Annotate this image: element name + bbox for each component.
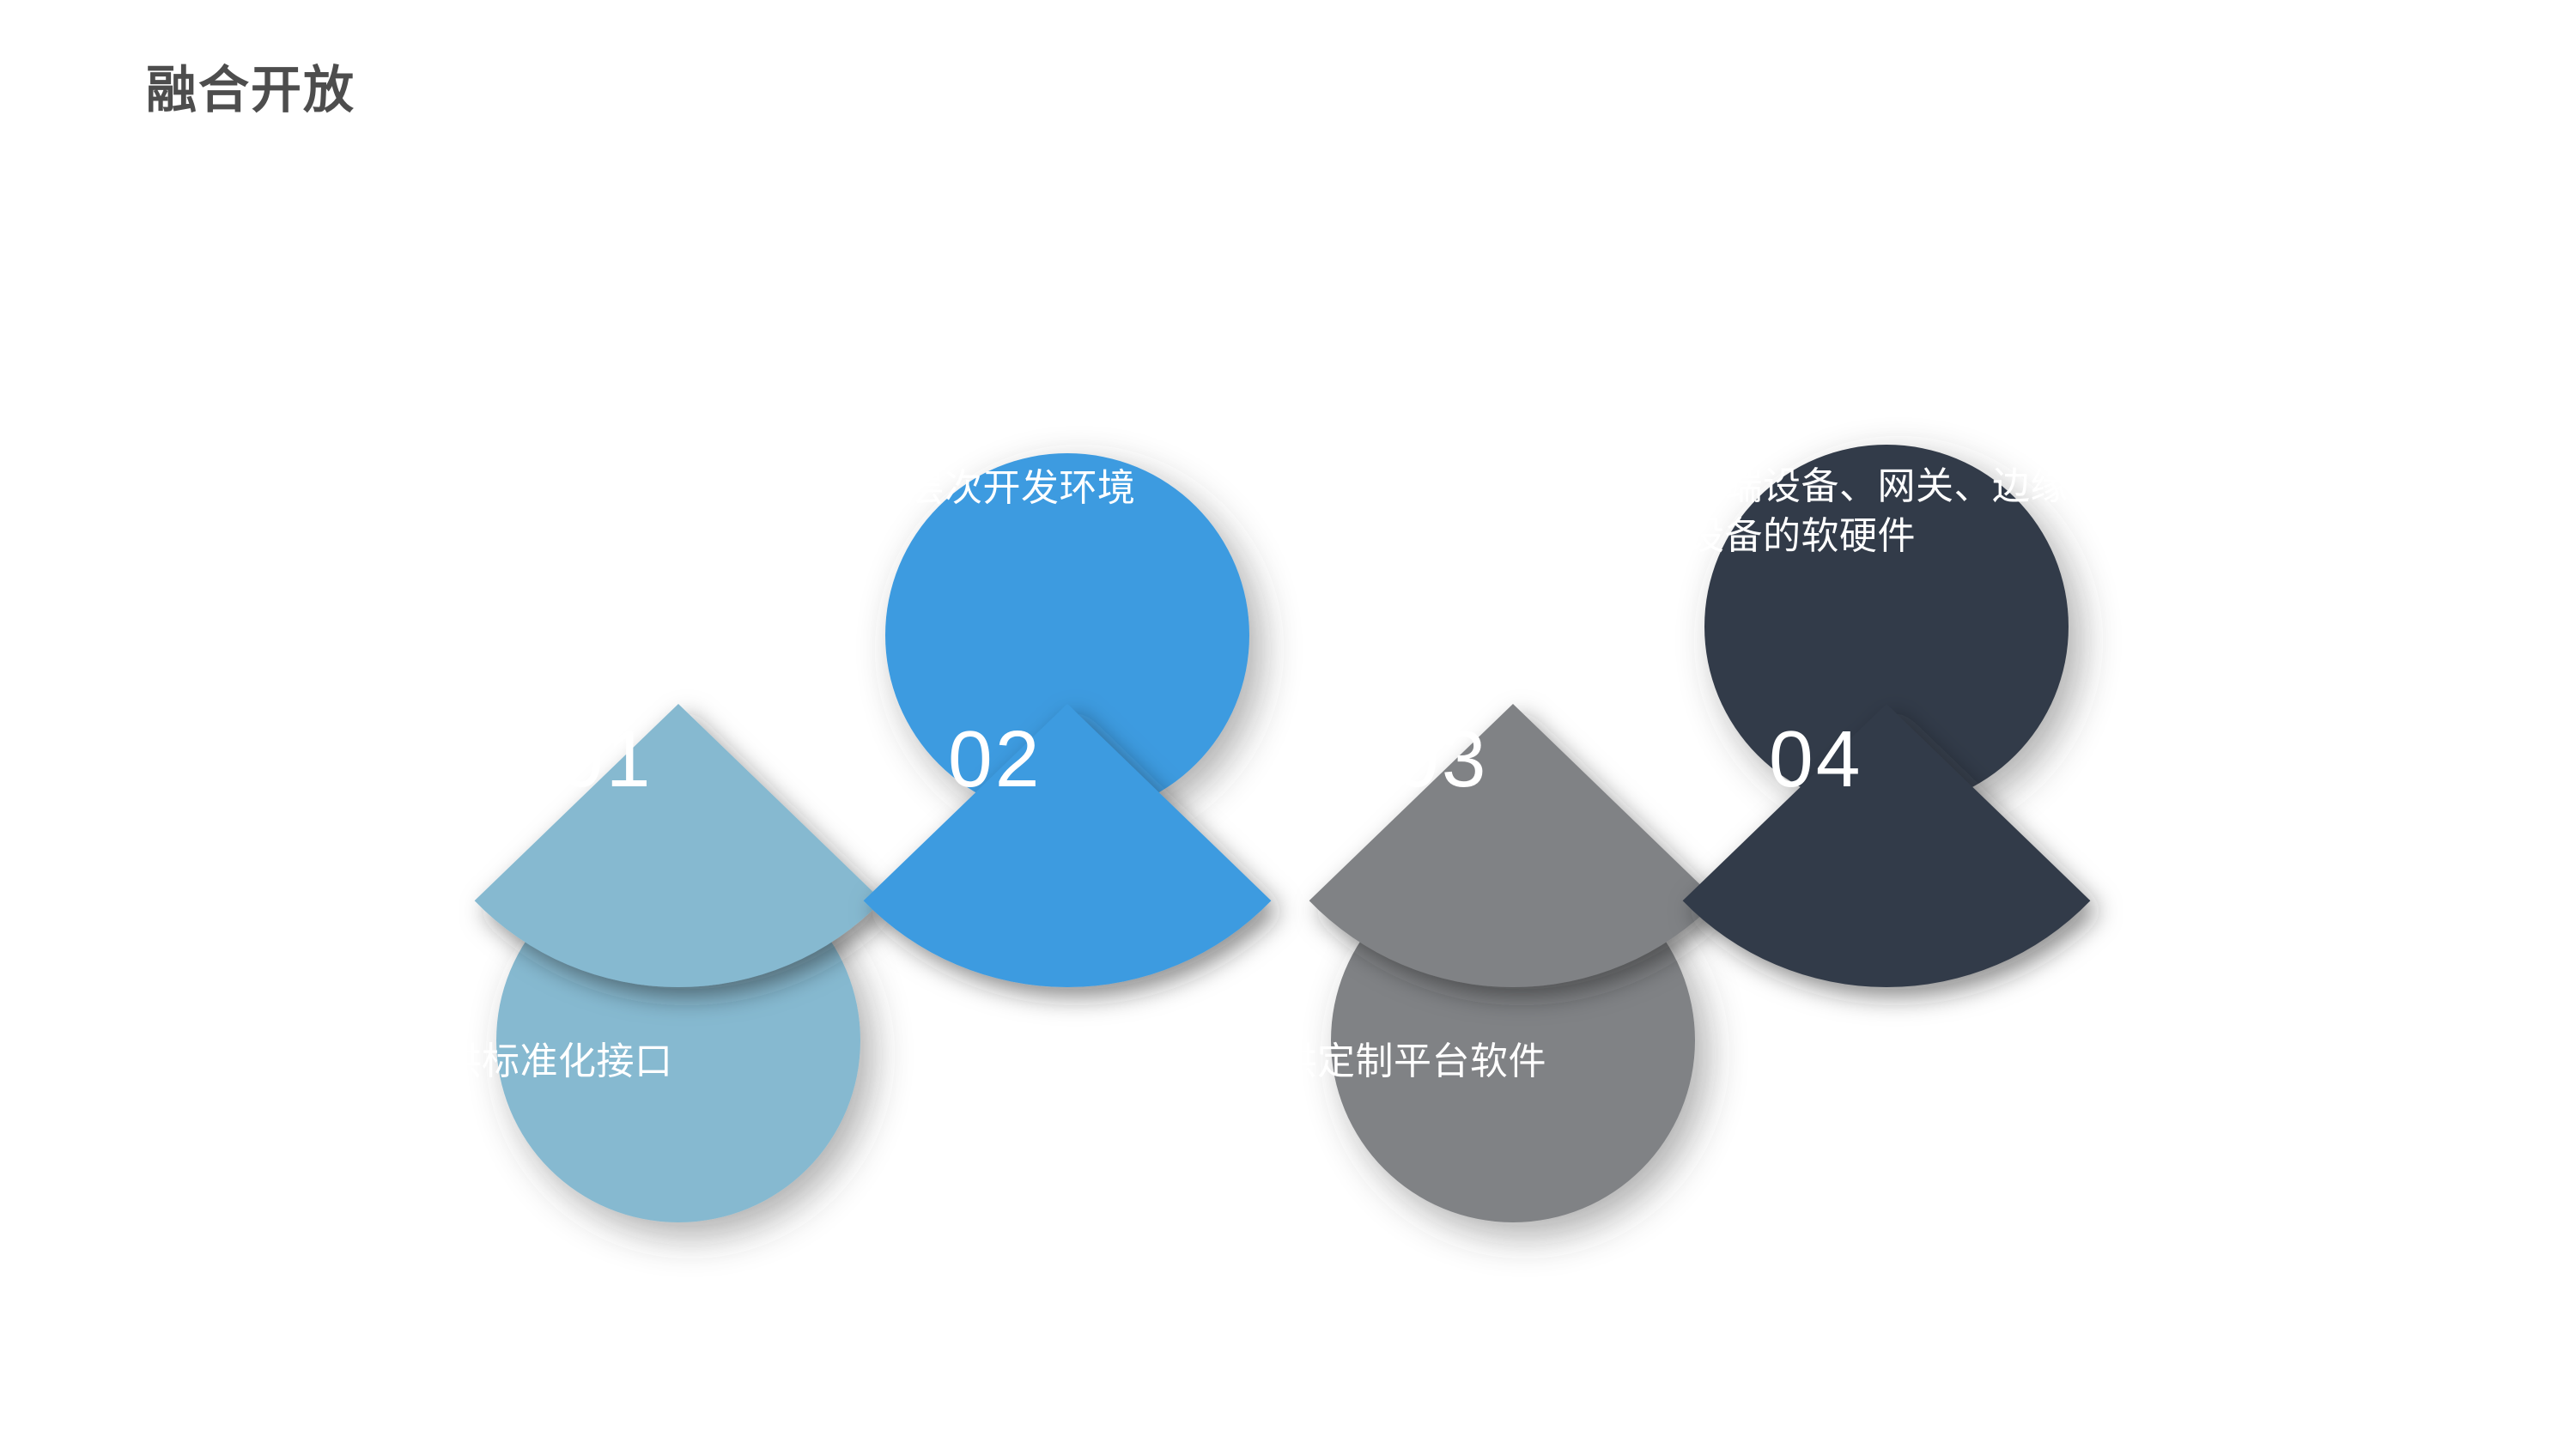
wedge-layer	[474, 704, 2091, 988]
node-caption-1: 提供标准化接口	[405, 1040, 673, 1082]
node-number-4: 04	[1769, 714, 1863, 803]
circle-layer	[496, 445, 2069, 1222]
node-wedge-4[interactable]	[1682, 704, 2091, 988]
node-circle-4[interactable]	[1704, 445, 2069, 809]
node-wedge-3[interactable]	[1309, 704, 1717, 988]
node-number-2: 02	[948, 714, 1042, 803]
node-caption-2: 提供各层次开发环境	[792, 467, 1136, 509]
node-caption-4: 提供终端设备、网关、边缘 计算设备的软硬件	[1610, 465, 2069, 558]
node-wedge-1[interactable]	[474, 704, 883, 988]
node-number-3: 03	[1394, 714, 1489, 803]
node-circle-2[interactable]	[885, 453, 1249, 817]
node-number-1: 01	[559, 714, 653, 803]
page-title: 融合开放	[146, 62, 356, 118]
node-caption-3: 提供定制平台软件	[1241, 1040, 1546, 1082]
node-wedge-2[interactable]	[863, 704, 1272, 988]
